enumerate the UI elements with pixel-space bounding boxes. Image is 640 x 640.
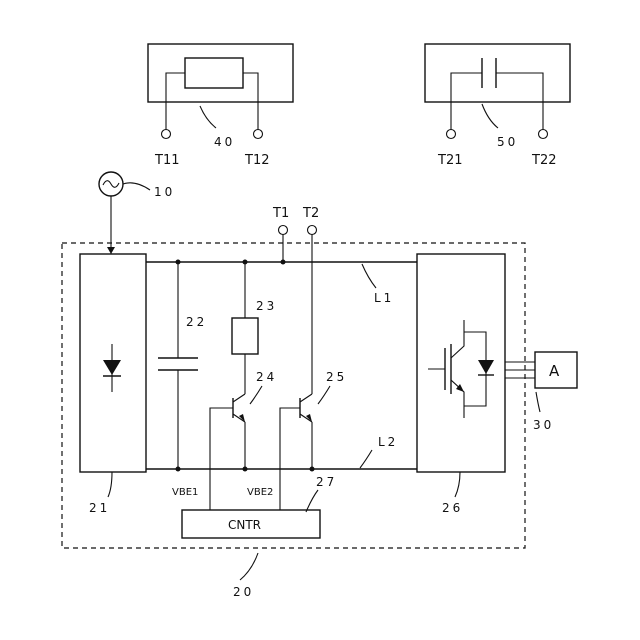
node-dot — [243, 260, 248, 265]
terminal-t21 — [447, 130, 456, 139]
node-dot — [176, 467, 181, 472]
leader-21 — [108, 472, 112, 497]
feed-arrow-icon — [107, 247, 115, 254]
resistor-23 — [232, 318, 258, 354]
terminal-t22 — [539, 130, 548, 139]
ref-30: 30 — [533, 418, 554, 432]
label-t21: T21 — [437, 153, 462, 168]
node-dot — [243, 467, 248, 472]
leader-l1 — [362, 264, 376, 288]
controller-27: CNTR 27 — [182, 475, 337, 538]
ref-10: 10 — [154, 185, 175, 199]
ref-27: 27 — [316, 475, 337, 489]
rectifier-21: 21 — [80, 254, 146, 515]
ref-20: 20 — [233, 585, 254, 599]
label-t2: T2 — [302, 206, 319, 221]
leader-25 — [318, 386, 330, 404]
capacitor-22: 22 — [158, 260, 207, 472]
igbt-collector — [451, 320, 464, 358]
leader-40 — [200, 106, 216, 128]
diode-icon — [103, 360, 121, 375]
leader-20 — [240, 553, 258, 580]
node-dot — [176, 260, 181, 265]
leader-10 — [123, 183, 150, 190]
terminal-t2 — [308, 226, 317, 235]
node-dot — [310, 467, 315, 472]
label-t1: T1 — [272, 206, 289, 221]
base-25-wire — [280, 408, 300, 510]
freewheel-diode-icon — [478, 360, 494, 374]
ref-22: 22 — [186, 315, 207, 329]
ac-source-10: 10 — [99, 172, 175, 254]
transistor-25: 25 — [280, 370, 347, 510]
label-vbe1: VBE1 — [172, 487, 198, 498]
label-vbe2: VBE2 — [247, 487, 273, 498]
label-t12: T12 — [244, 153, 269, 168]
ref-24: 24 — [256, 370, 277, 384]
leader-26 — [455, 472, 460, 497]
ref-23: 23 — [256, 299, 277, 313]
discharge-branch-23-24: 23 24 — [210, 260, 277, 511]
leader-30 — [536, 392, 540, 412]
transistor-24-collector — [233, 394, 245, 402]
label-l2: L2 — [378, 435, 398, 449]
terminal-t1 — [279, 226, 288, 235]
leader-24 — [250, 386, 262, 404]
sine-wave-icon — [103, 181, 119, 188]
load-30: A 30 — [505, 352, 577, 432]
terminal-t12 — [254, 130, 263, 139]
leader-27 — [306, 490, 318, 512]
load-a-label: A — [549, 362, 560, 380]
ref-40: 40 — [214, 135, 235, 149]
module-40: 40 T11 T12 — [148, 44, 293, 168]
ref-25: 25 — [326, 370, 347, 384]
igbt-emitter — [451, 380, 464, 418]
leader-l2 — [360, 450, 372, 468]
ref-21: 21 — [89, 501, 110, 515]
resistor-40 — [185, 58, 243, 88]
terminal-t11 — [162, 130, 171, 139]
ref-26: 26 — [442, 501, 463, 515]
ref-50: 50 — [497, 135, 518, 149]
inverter-26: 26 — [417, 254, 505, 515]
node-dot — [281, 260, 286, 265]
leader-50 — [482, 104, 498, 128]
controller-label: CNTR — [228, 518, 261, 532]
terminals-t1-t2: T1 T2 — [272, 206, 319, 394]
label-l1: L1 — [374, 291, 394, 305]
label-t22: T22 — [531, 153, 556, 168]
module-50: 50 T21 T22 — [425, 44, 570, 168]
label-t11: T11 — [154, 153, 179, 168]
transistor-25-collector — [300, 394, 312, 402]
freewheel-diode-wire — [464, 332, 486, 406]
base-24-wire — [210, 408, 233, 510]
